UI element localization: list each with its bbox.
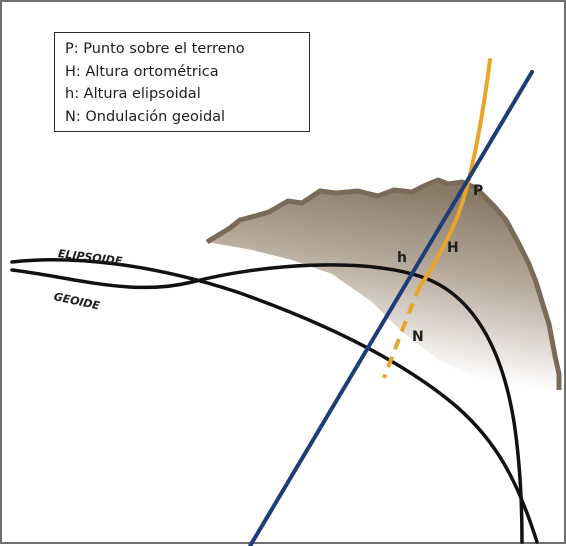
legend-item-ellipsoidal-height: h: Altura elipsoidal bbox=[65, 86, 201, 102]
geoid-curve bbox=[10, 263, 524, 544]
terrain-shape bbox=[207, 180, 559, 390]
legend-item-orthometric-height: H: Altura ortométrica bbox=[65, 63, 219, 80]
ellipsoid-normal-line bbox=[248, 70, 534, 546]
undulation-dashed-line bbox=[382, 285, 422, 379]
legend-item-geoid-undulation: N: Ondulación geoidal bbox=[65, 108, 226, 125]
legend: P: Punto sobre el terreno H: Altura orto… bbox=[54, 32, 310, 132]
terrain-surface-line bbox=[205, 177, 562, 390]
label-geoid-undulation: N bbox=[412, 329, 424, 345]
label-ellipsoidal-height: h bbox=[397, 250, 407, 266]
vertical-line bbox=[418, 58, 492, 288]
label-point-p: P bbox=[473, 183, 484, 199]
legend-item-point: P: Punto sobre el terreno bbox=[65, 41, 245, 57]
label-orthometric-height: H bbox=[447, 240, 459, 256]
ellipsoid-curve bbox=[10, 258, 539, 544]
